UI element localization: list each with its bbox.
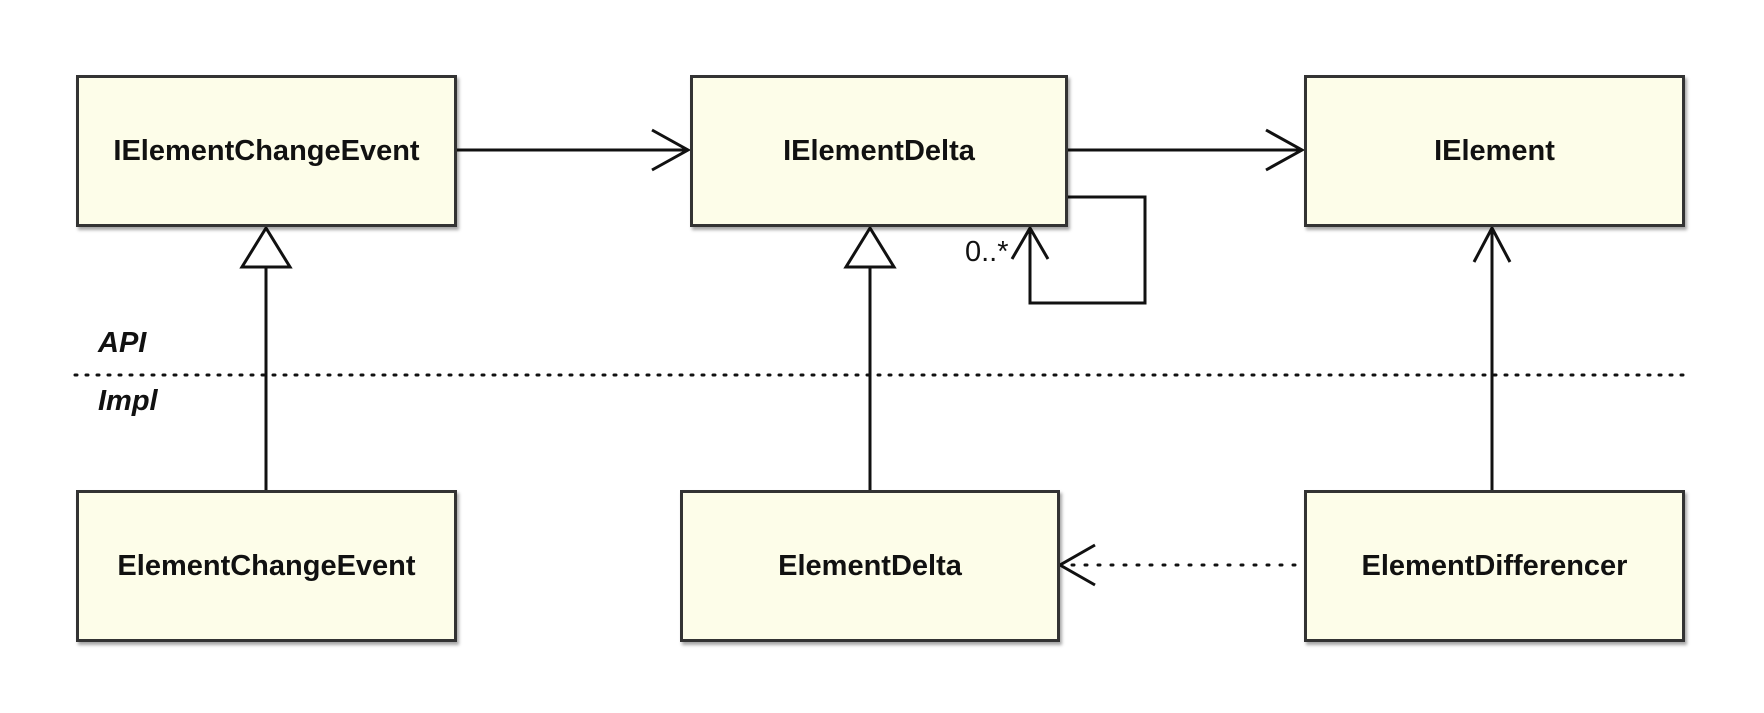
- class-ielementchangeevent: IElementChangeEvent: [76, 75, 457, 227]
- zone-label-impl: Impl: [98, 385, 158, 417]
- class-elementdifferencer: ElementDifferencer: [1304, 490, 1685, 642]
- multiplicity-label: 0..*: [965, 236, 1009, 268]
- class-ielementdelta: IElementDelta: [690, 75, 1068, 227]
- class-name: ElementDifferencer: [1361, 549, 1628, 582]
- association-arrowhead: [651, 128, 692, 172]
- class-name: ElementChangeEvent: [117, 549, 416, 582]
- realization-triangle: [239, 225, 293, 269]
- class-name: IElementDelta: [783, 134, 975, 167]
- class-elementchangeevent: ElementChangeEvent: [76, 490, 457, 642]
- association-arrowhead: [1265, 128, 1306, 172]
- realization-triangle: [843, 225, 897, 269]
- zone-label-api: API: [98, 327, 147, 359]
- class-name: ElementDelta: [778, 549, 962, 582]
- class-ielement: IElement: [1304, 75, 1685, 227]
- class-elementdelta: ElementDelta: [680, 490, 1060, 642]
- dependency-arrowhead: [1056, 543, 1096, 587]
- association-arrowhead: [1472, 224, 1512, 263]
- class-name: IElementChangeEvent: [113, 134, 420, 167]
- self-association-arrowhead: [1010, 225, 1050, 260]
- self-association-delta: [1028, 195, 1147, 305]
- class-name: IElement: [1434, 134, 1555, 167]
